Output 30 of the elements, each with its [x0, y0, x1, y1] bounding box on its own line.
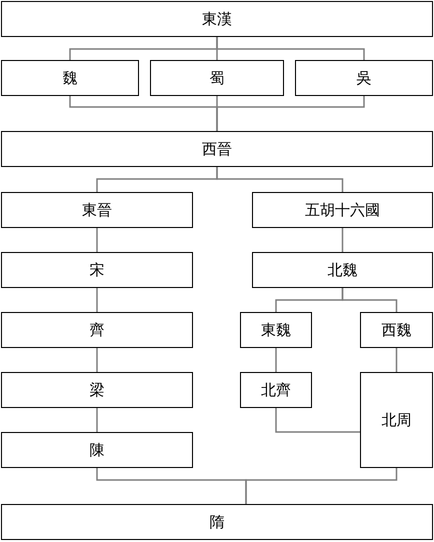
connector-line — [96, 228, 98, 252]
dynasty-box: 五胡十六國 — [252, 192, 433, 228]
dynasty-box: 北齊 — [240, 372, 312, 408]
dynasty-box: 西晉 — [1, 131, 433, 167]
connector-line — [342, 228, 344, 252]
dynasty-box: 東魏 — [240, 312, 312, 348]
connector-line — [245, 468, 398, 504]
connector-line — [275, 348, 277, 372]
dynasty-box: 北魏 — [252, 252, 433, 288]
dynasty-box: 北周 — [360, 372, 433, 468]
connector-line — [96, 348, 98, 372]
connector-line — [275, 408, 360, 433]
connector-line — [96, 288, 98, 312]
dynasty-box: 隋 — [1, 504, 433, 540]
dynasty-box: 陳 — [1, 432, 193, 468]
connector-line — [342, 288, 398, 312]
dynasty-box: 齊 — [1, 312, 193, 348]
connector-line — [216, 37, 365, 60]
dynasty-box: 東晉 — [1, 192, 193, 228]
dynasty-box: 東漢 — [1, 1, 433, 37]
dynasty-box: 梁 — [1, 372, 193, 408]
dynasty-box: 西魏 — [360, 312, 433, 348]
connector-line — [96, 408, 98, 432]
dynasty-box: 吳 — [295, 60, 433, 96]
connector-line — [396, 348, 398, 372]
connector-line — [216, 167, 344, 192]
dynasty-box: 魏 — [1, 60, 139, 96]
dynasty-box: 蜀 — [150, 60, 284, 96]
dynasty-box: 宋 — [1, 252, 193, 288]
connector-line — [216, 96, 365, 131]
